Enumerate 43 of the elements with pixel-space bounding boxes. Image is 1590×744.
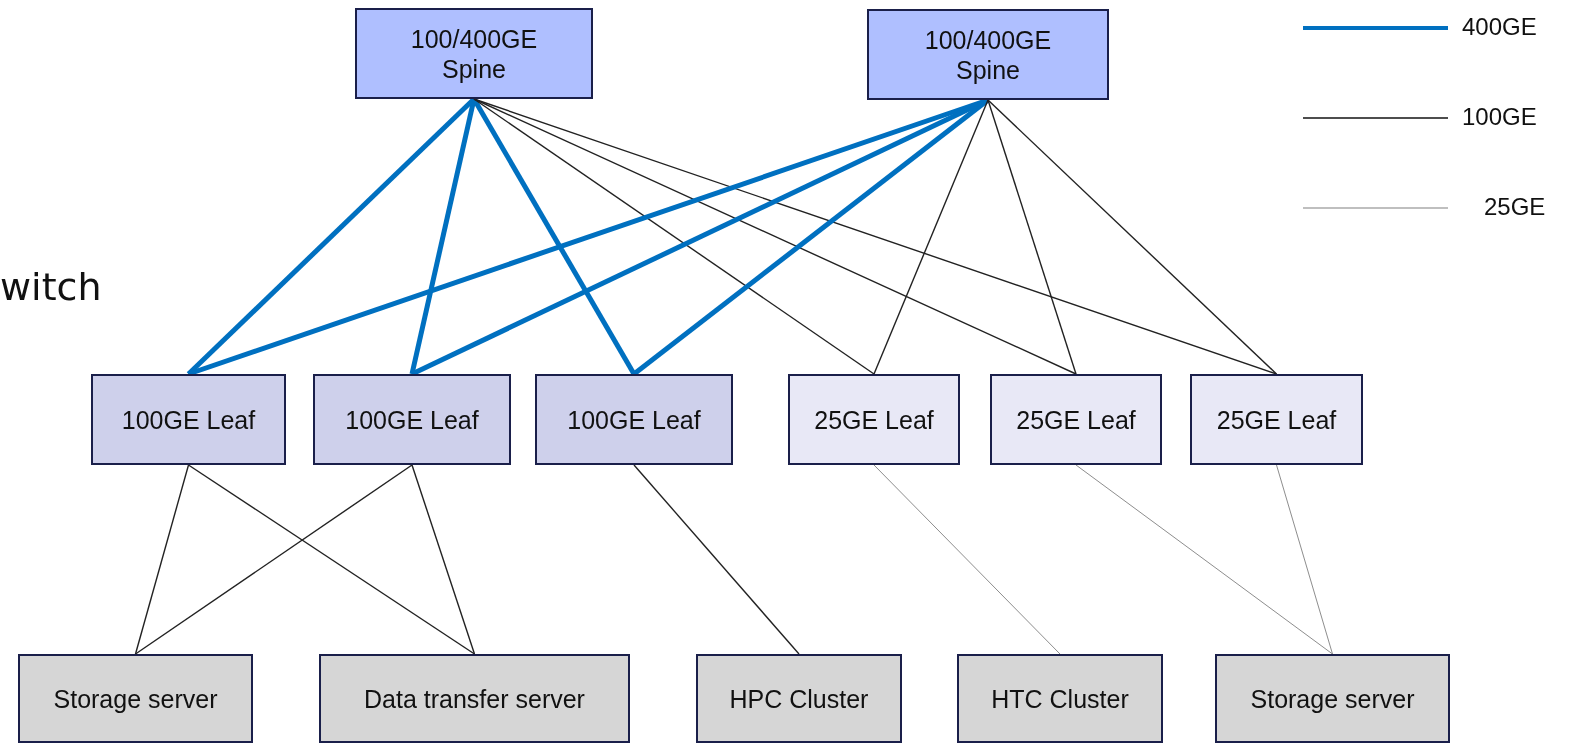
link-line: [873, 464, 1061, 655]
leaf-switch-box: [535, 374, 733, 465]
link-line: [873, 99, 989, 375]
spine-switch-box: [355, 8, 593, 99]
leaf-switch-box: [990, 374, 1162, 465]
link-line: [134, 464, 413, 655]
node-label: 25GE Leaf: [1016, 404, 1136, 435]
spine-switch-box: [867, 9, 1109, 100]
server-box: [696, 654, 902, 743]
link-line: [633, 464, 800, 655]
server-box: [1215, 654, 1450, 743]
leaf-switch-box: [313, 374, 511, 465]
server-box: [957, 654, 1163, 743]
node-label: Storage server: [53, 683, 218, 714]
link-line: [987, 99, 1278, 375]
node-label: 100GE Leaf: [345, 404, 479, 435]
link-line: [411, 464, 476, 655]
server-box: [319, 654, 630, 743]
node-label: HPC Cluster: [729, 683, 869, 714]
link-line: [1075, 464, 1333, 655]
link-line: [473, 98, 1278, 375]
server-box: [18, 654, 253, 743]
node-label: 100/400GE Spine: [409, 23, 539, 84]
legend-label: 100GE: [1462, 103, 1537, 131]
legend-label: 25GE: [1484, 193, 1546, 221]
node-label: Storage server: [1250, 683, 1415, 714]
node-label: 100/400GE Spine: [923, 24, 1053, 85]
link-line: [134, 464, 190, 655]
node-label: Data transfer server: [364, 683, 585, 714]
legend-label: 400GE: [1462, 13, 1537, 41]
link-line: [987, 99, 1077, 375]
link-line: [473, 98, 875, 375]
node-label: 25GE Leaf: [814, 404, 934, 435]
link-line: [187, 464, 476, 655]
leaf-switch-box: [1190, 374, 1363, 465]
slide-text: witch: [0, 265, 102, 309]
node-label: 25GE Leaf: [1216, 404, 1337, 435]
leaf-switch-box: [788, 374, 960, 465]
node-label: HTC Cluster: [991, 683, 1129, 714]
leaf-switch-box: [91, 374, 286, 465]
link-line: [1276, 464, 1333, 655]
node-label: 100GE Leaf: [121, 404, 256, 435]
node-label: 100GE Leaf: [567, 404, 701, 435]
